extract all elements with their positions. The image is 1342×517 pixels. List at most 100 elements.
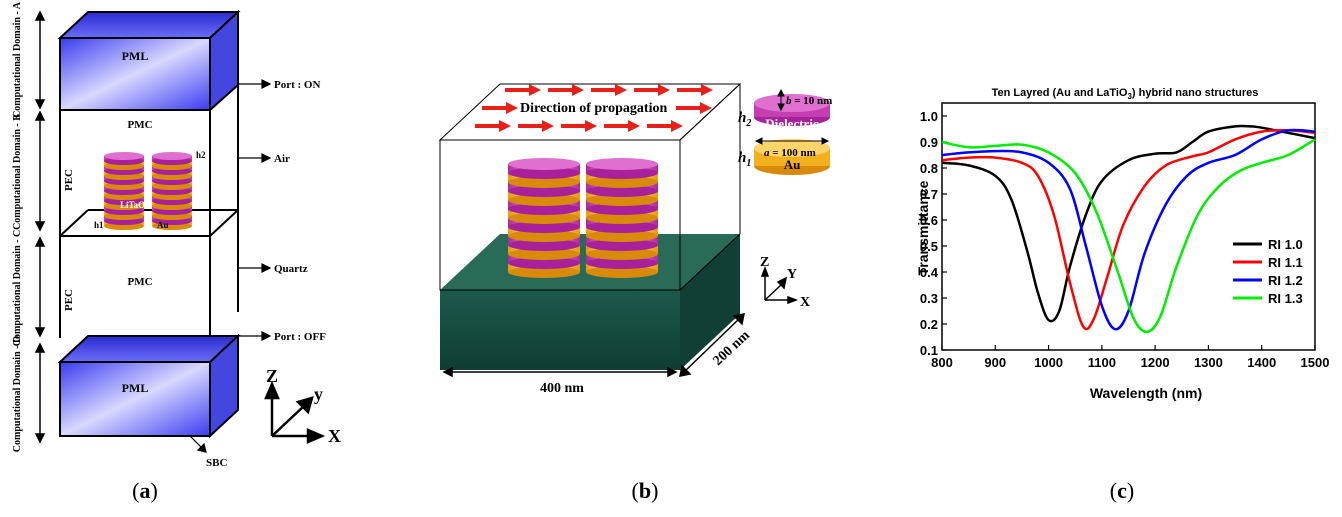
propagation-arrowhead [700,102,712,114]
y-tick-label: 0.9 [920,135,938,150]
y-tick-label: 0.4 [920,265,939,280]
dielectric-disk-edge [586,221,658,233]
x-tick-label: 1000 [1034,355,1063,370]
series-line-ri-1-1 [941,128,1316,331]
b-value: = 10 nm [792,95,833,107]
pmc-top-label: PMC [127,119,152,131]
dielectric-disk-edge [586,239,658,251]
axis-x-label-b: X [800,295,810,310]
stack-top [152,152,192,160]
au-disk-edge [508,248,580,260]
dielectric-disk-edge [586,203,658,215]
dielectric-disk-edge [508,239,580,251]
series-line-ri-1-3 [941,138,1316,334]
inset-dielectric-top [754,94,830,112]
axis-z-label: Z [266,366,278,386]
h1-label-b: h1 [738,150,751,169]
au-disk-edge [586,176,658,188]
y-tick-label: 0.7 [920,187,938,202]
b-symbol: b [786,95,792,107]
x-tick-label: 1500 [1301,355,1330,370]
propagation-arrowhead [628,120,640,132]
x-tick-label: 900 [984,355,1006,370]
propagation-arrowhead [542,120,554,132]
au-label: Au [157,220,169,230]
au-disk-edge [508,176,580,188]
quartz-label: Quartz [274,263,308,275]
stack-top [586,158,658,170]
propagation-arrowhead [499,120,511,132]
propagation-arrowhead [658,84,670,96]
pml-bottom-label: PML [122,381,149,395]
au-disk-edge [586,212,658,224]
a-dimension: a = 100 nm [764,147,816,159]
chart-title-pre: Ten Layred (Au and LaTiO [992,87,1128,99]
au-disk-edge [586,266,658,278]
h2-symbol: h [738,110,746,126]
propagation-arrowhead [506,102,518,114]
y-tick-label: 0.2 [920,317,938,332]
x-tick-label: 1300 [1194,355,1223,370]
stack-top [104,152,144,160]
y-tick-label: 1.0 [920,109,938,124]
port-on-label: Port : ON [274,79,320,91]
au-disk-edge [586,230,658,242]
propagation-arrowhead [615,84,627,96]
axis-y-label: y [314,384,323,404]
pml-top-block [59,37,211,111]
inset-au-top [754,139,830,157]
axis-y-label-b: Y [787,267,797,282]
b-dimension: b = 10 nm [786,95,832,107]
a-value: = 100 nm [770,147,816,159]
propagation-label: Direction of propagation [520,101,667,116]
panel-a-svg: PML PML PMC PMC PEC PEC LiTaO3 Au h1 h2 [12,1,341,469]
dielectric-disk-edge [508,221,580,233]
h2-label-b: h2 [738,110,751,129]
chart-title-post: ) hybrid nano structures [1132,87,1259,99]
disk-stack-right [152,152,192,230]
h1-symbol: h [738,150,746,166]
domain-c-label: Computational Domain - C [12,230,23,346]
propagation-arrowhead [585,120,597,132]
propagation-arrows [475,84,713,132]
dielectric-disk-edge [508,203,580,215]
pec-label-2: PEC [63,289,75,311]
caption-c: (c) [1109,478,1135,503]
au-disk-edge [508,194,580,206]
port-off-label: Port : OFF [274,331,326,343]
panel-b-svg: Direction of propagation Dielectric b = … [438,83,832,396]
pml-top-face [57,11,241,39]
chart-title-sub: 3 [1127,92,1132,101]
pmc-mid-label: PMC [127,276,152,288]
disk-stack-b-right [586,158,658,278]
h2-subscript: 2 [745,118,751,129]
propagation-arrowhead [671,120,683,132]
panel-b-3d-structure: Direction of propagation Dielectric b = … [400,0,900,512]
x-axis-label: Wavelength (nm) [1090,385,1202,401]
dielectric-disk-edge [508,185,580,197]
au-label-b: Au [784,157,801,172]
pml-bottom-top-face [57,335,241,363]
y-tick-label: 0.8 [920,161,938,176]
x-tick-label: 1400 [1247,355,1276,370]
legend-label: RI 1.0 [1268,237,1303,252]
legend-label: RI 1.3 [1268,291,1303,306]
dielectric-disk-edge [586,167,658,179]
substrate-front [440,290,680,370]
sbc-label: SBC [206,457,227,469]
caption-b: (b) [631,478,659,503]
domain-b-label: Computational Domain - B [12,114,23,230]
chart-title: Ten Layred (Au and LaTiO3) hybrid nano s… [992,87,1259,101]
transmittance-chart: Ten Layred (Au and LaTiO3) hybrid nano s… [915,87,1330,401]
h1-label: h1 [94,220,104,230]
series-line-ri-1-0 [941,124,1316,323]
pml-bottom-block [59,361,211,437]
axis-x-label: X [328,426,341,446]
y-tick-label: 0.3 [920,291,938,306]
au-disk-edge [508,266,580,278]
caption-a: (a) [132,478,158,503]
panel-c-chart: Ten Layred (Au and LaTiO3) hybrid nano s… [900,0,1342,512]
y-tick-label: 0.6 [920,213,938,228]
dielectric-disk-edge [508,257,580,269]
